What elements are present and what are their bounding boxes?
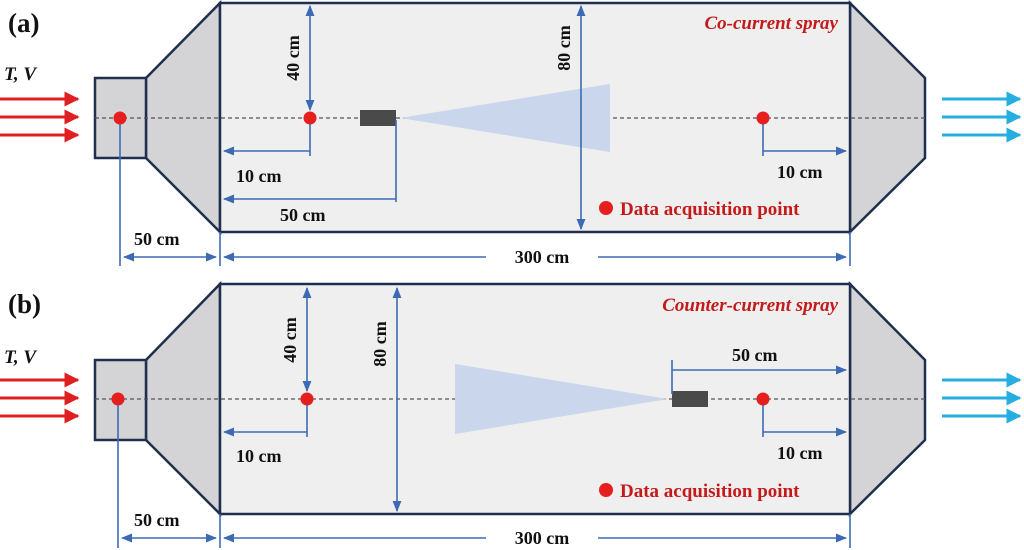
outlet-flow-arrows bbox=[942, 91, 1022, 143]
acquisition-point bbox=[756, 392, 770, 406]
spray-cone bbox=[455, 364, 668, 434]
acquisition-point bbox=[303, 111, 317, 125]
dim-height: 80 cm bbox=[370, 321, 390, 366]
panel-b: (b) T, V Counter-current spray bbox=[0, 280, 1022, 548]
dim-probe2-offset: 10 cm bbox=[777, 162, 822, 182]
inlet-label: T, V bbox=[4, 64, 37, 85]
outlet-flow-arrows bbox=[942, 372, 1022, 424]
panel-label: (a) bbox=[8, 8, 39, 38]
spray-nozzle bbox=[672, 391, 708, 407]
legend-dot bbox=[599, 483, 613, 497]
dim-height: 80 cm bbox=[554, 25, 574, 70]
dim-inlet-to-chamber: 50 cm bbox=[134, 229, 179, 249]
dim-chamber-length: 300 cm bbox=[515, 528, 569, 548]
legend-label: Data acquisition point bbox=[620, 481, 800, 502]
spray-nozzle bbox=[360, 110, 396, 126]
dim-half-height: 40 cm bbox=[283, 35, 303, 80]
dim-nozzle-offset: 50 cm bbox=[280, 205, 325, 225]
inlet-flow-arrows bbox=[0, 372, 80, 424]
dim-chamber-length: 300 cm bbox=[515, 247, 569, 267]
panel-title: Co-current spray bbox=[704, 13, 838, 34]
acquisition-point bbox=[300, 392, 314, 406]
acquisition-point bbox=[111, 392, 125, 406]
spray-cone bbox=[400, 84, 610, 152]
acquisition-point bbox=[756, 111, 770, 125]
dim-nozzle-offset: 50 cm bbox=[732, 345, 777, 365]
dim-half-height: 40 cm bbox=[280, 317, 300, 362]
legend-dot bbox=[599, 201, 613, 215]
dim-probe1-offset: 10 cm bbox=[236, 166, 281, 186]
panel-a: (a) T, V Co-current spray bbox=[0, 0, 1022, 267]
dim-probe1-offset: 10 cm bbox=[236, 446, 281, 466]
panel-title: Counter-current spray bbox=[662, 295, 838, 316]
legend-label: Data acquisition point bbox=[620, 199, 800, 220]
inlet-label: T, V bbox=[4, 347, 37, 368]
inlet-flow-arrows bbox=[0, 91, 80, 143]
panel-label: (b) bbox=[8, 289, 41, 319]
dim-inlet-to-chamber: 50 cm bbox=[134, 510, 179, 530]
dim-probe2-offset: 10 cm bbox=[777, 443, 822, 463]
acquisition-point bbox=[113, 111, 127, 125]
